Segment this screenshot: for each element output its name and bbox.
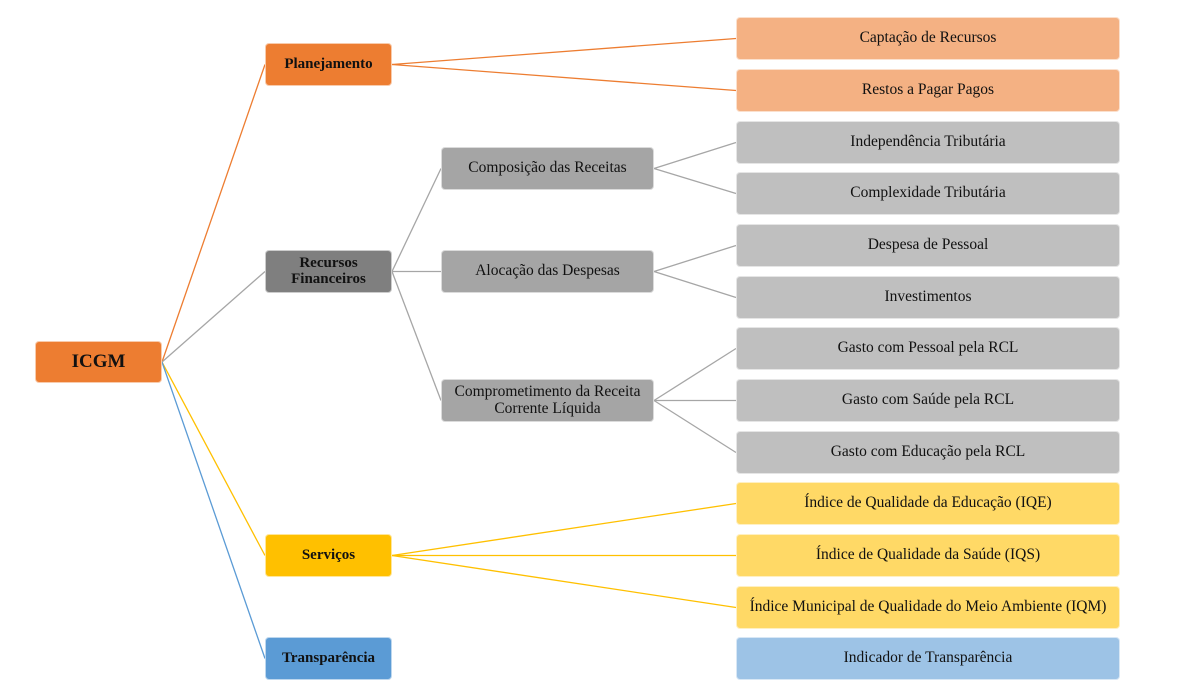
connector-rcl-pessoal xyxy=(653,347,737,402)
connector-root-servicos xyxy=(161,361,266,556)
leaf-despesa-de-pessoal[interactable]: Despesa de Pessoal xyxy=(736,224,1120,267)
leaf-captacao-de-recursos[interactable]: Captação de Recursos xyxy=(736,17,1120,60)
connector-alocacao-despesa xyxy=(653,244,737,273)
branch-recursos-financeiros[interactable]: Recursos Financeiros xyxy=(265,250,392,293)
branch-servicos[interactable]: Serviços xyxy=(265,534,392,577)
group-composicao-das-receitas[interactable]: Composição das Receitas xyxy=(441,147,654,190)
group-alocacao-das-despesas[interactable]: Alocação das Despesas xyxy=(441,250,654,293)
connector-root-recursos xyxy=(161,271,266,363)
leaf-investimentos[interactable]: Investimentos xyxy=(736,276,1120,319)
connector-planejamento-captacao xyxy=(391,37,737,66)
connector-recursos-rcl xyxy=(391,271,442,401)
root-node-icgm[interactable]: ICGM xyxy=(35,341,162,383)
leaf-gasto-educacao-rcl[interactable]: Gasto com Educação pela RCL xyxy=(736,431,1120,474)
connector-alocacao-investimentos xyxy=(653,270,737,299)
connector-servicos-iqm xyxy=(391,554,737,609)
connector-root-transparencia xyxy=(161,361,266,659)
connector-planejamento-restos xyxy=(391,63,737,92)
branch-planejamento[interactable]: Planejamento xyxy=(265,43,392,86)
leaf-restos-a-pagar-pagos[interactable]: Restos a Pagar Pagos xyxy=(736,69,1120,112)
leaf-indice-qualidade-educacao[interactable]: Índice de Qualidade da Educação (IQE) xyxy=(736,482,1120,525)
connector-servicos-iqe xyxy=(391,502,737,557)
connector-recursos-composicao xyxy=(391,168,442,272)
branch-transparencia[interactable]: Transparência xyxy=(265,637,392,680)
group-comprometimento-rcl[interactable]: Comprometimento da Receita Corrente Líqu… xyxy=(441,379,654,422)
leaf-indice-meio-ambiente[interactable]: Índice Municipal de Qualidade do Meio Am… xyxy=(736,586,1120,629)
leaf-gasto-pessoal-rcl[interactable]: Gasto com Pessoal pela RCL xyxy=(736,327,1120,370)
leaf-indicador-transparencia[interactable]: Indicador de Transparência xyxy=(736,637,1120,680)
leaf-indice-qualidade-saude[interactable]: Índice de Qualidade da Saúde (IQS) xyxy=(736,534,1120,577)
connector-composicao-independencia xyxy=(653,141,737,170)
leaf-complexidade-tributaria[interactable]: Complexidade Tributária xyxy=(736,172,1120,215)
connector-rcl-educacao xyxy=(653,399,737,454)
leaf-gasto-saude-rcl[interactable]: Gasto com Saúde pela RCL xyxy=(736,379,1120,422)
connector-root-planejamento xyxy=(161,64,266,363)
connector-composicao-complexidade xyxy=(653,167,737,195)
leaf-independencia-tributaria[interactable]: Independência Tributária xyxy=(736,121,1120,164)
